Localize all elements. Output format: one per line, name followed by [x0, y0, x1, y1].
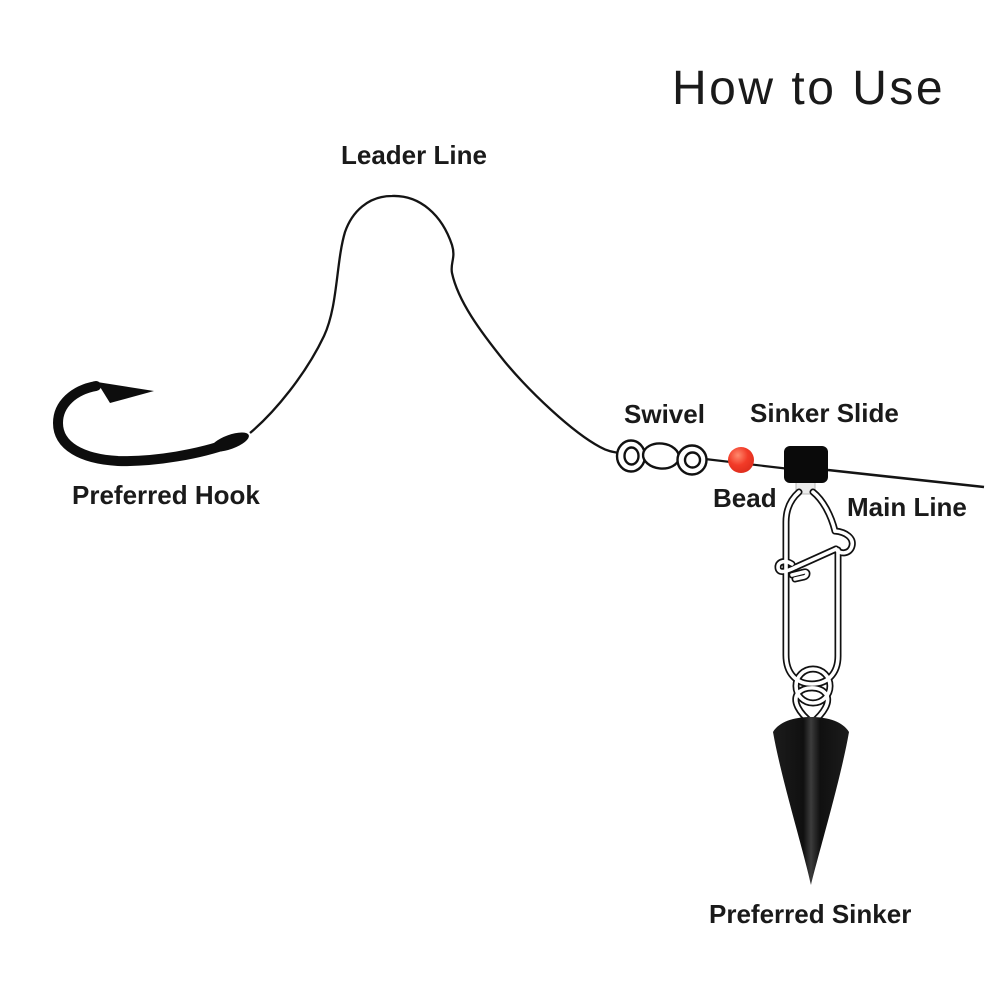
label-preferred-sinker: Preferred Sinker: [709, 899, 912, 929]
sinker-cone: [773, 717, 849, 885]
swivel-illustration: [615, 439, 708, 476]
leader-line-curve: [249, 194, 620, 455]
label-swivel: Swivel: [624, 399, 705, 429]
sinker-slide-body: [784, 446, 828, 483]
hook-point-barb: [97, 382, 154, 403]
label-bead: Bead: [713, 483, 777, 513]
swivel-left-ring-hole: [623, 446, 640, 466]
swivel-barrel: [641, 442, 681, 470]
label-main-line: Main Line: [847, 492, 967, 522]
label-leader-line: Leader Line: [341, 140, 487, 170]
snap-clip-illustration: [778, 492, 852, 723]
label-preferred-hook: Preferred Hook: [72, 480, 260, 510]
label-sinker-slide: Sinker Slide: [750, 398, 899, 428]
page-title: How to Use: [672, 62, 946, 115]
main-line-right-segment: [827, 468, 985, 489]
hook-illustration: [52, 381, 249, 467]
swivel-right-ring-hole: [683, 451, 702, 469]
bead-illustration: [728, 447, 754, 473]
hook-bend: [52, 381, 235, 467]
hook-eye-knot: [211, 432, 249, 452]
